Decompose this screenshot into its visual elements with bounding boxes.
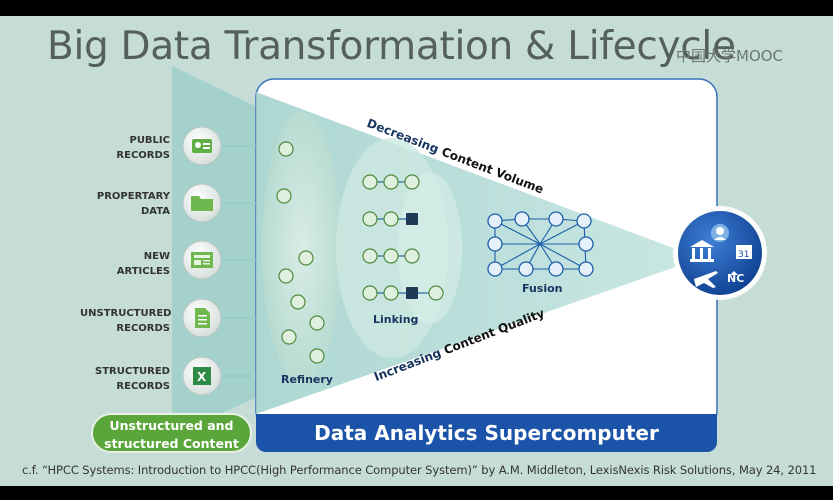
building-node-icon [290,294,306,310]
bank-icon [690,240,714,262]
linking-inner-zone [398,172,462,324]
lifecycle-diagram: X [172,66,767,436]
svg-text:X: X [197,370,207,384]
citation: c.f. “HPCC Systems: Introduction to HPCC… [22,463,817,477]
source-label-new-articles: NEW ARTICLES [116,251,170,277]
document-icon [182,298,222,338]
linking-label: Linking [373,313,419,326]
fusion-network [487,211,594,277]
source-label-propertary-data: PROPERTARY DATA [96,191,170,217]
source-label-unstructured-records: UNSTRUCTURED RECORDS [80,308,172,334]
calendar-icon: 31 [736,245,752,260]
user-icon [711,224,729,242]
supercomputer-bar: Data Analytics Supercomputer [256,414,717,452]
person-node-icon [298,250,314,266]
folder-icon [182,183,222,223]
plane-icon [694,271,718,288]
source-label-structured-records: STRUCTURED RECORDS [95,366,170,392]
plane-node-icon [278,268,294,284]
source-label-public-records: PUBLIC RECORDS [116,135,170,161]
spreadsheet-icon: X [182,356,222,396]
source-icons: X [182,126,222,396]
plane-node-icon [276,188,292,204]
person-node-icon [309,348,325,364]
nc-label: NC [727,272,745,285]
svg-text:31: 31 [738,250,749,260]
mooc-watermark: 中国大学MOOC [676,47,784,65]
refinery-zone [262,112,342,384]
fusion-label: Fusion [522,282,563,295]
nc-node-icon [281,329,297,345]
id-card-icon [182,126,222,166]
content-pill: Unstructured and structured Content [91,413,252,453]
slide-title: Big Data Transformation & Lifecycle [47,24,736,69]
newspaper-icon [182,240,222,280]
person-node-icon [278,141,294,157]
nc-badge [730,271,738,275]
slide: X [0,16,833,486]
linking-nodes [362,174,444,301]
refinery-nodes [276,141,325,364]
output-globe: 31 [673,206,767,300]
refinery-label: Refinery [281,373,333,386]
calendar-node-icon [309,315,325,331]
